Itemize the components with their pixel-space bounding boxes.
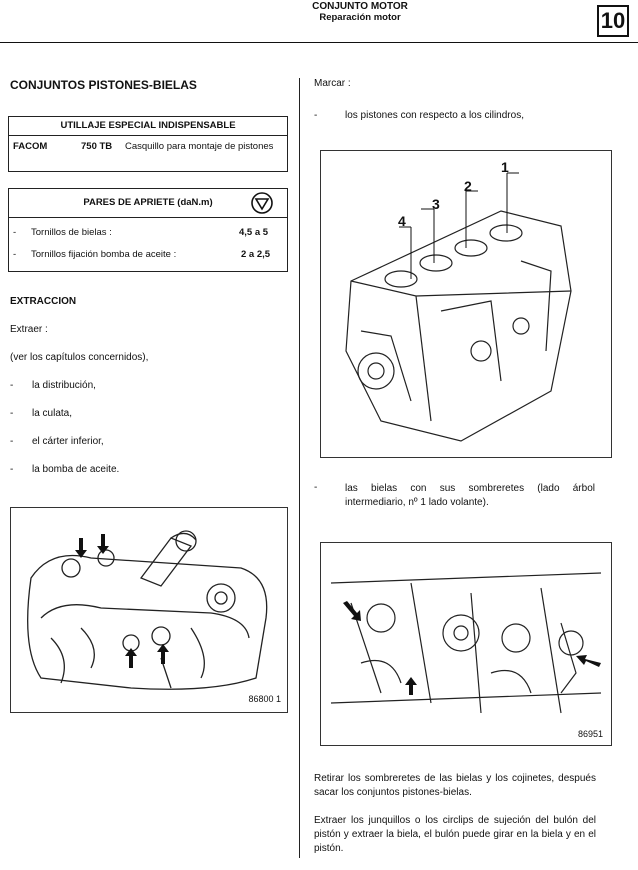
mark-pistons-text: los pistones con respecto a los cilindro… <box>345 110 524 121</box>
extraction-title: EXTRACCION <box>10 296 77 307</box>
mark-rods-text: las bielas con sus sombreretes (lado árb… <box>345 483 595 508</box>
item-bullet: - <box>10 408 14 419</box>
callout-3: 3 <box>432 196 440 212</box>
list-item: el cárter inferior, <box>32 436 104 447</box>
crankshaft-illustration <box>27 530 268 690</box>
figure-caption: 86800 1 <box>248 694 281 704</box>
torque-heading-text: PARES DE APRIETE (daN.m) <box>83 197 213 208</box>
con-rods-illustration <box>330 572 602 714</box>
item-bullet: - <box>10 380 14 391</box>
callout-1: 1 <box>501 159 509 175</box>
torque-bullet-2: - <box>13 249 17 260</box>
torque-label-2: Tornillos fijación bomba de aceite : <box>31 249 177 260</box>
list-item: la bomba de aceite. <box>32 464 120 475</box>
paragraph-extract-pin: Extraer los junquillos o los circlips de… <box>314 815 596 854</box>
header-subtitle: Reparación motor <box>319 12 401 23</box>
torque-bullet-1: - <box>13 227 17 238</box>
tool-description: Casquillo para montaje de pistones <box>125 141 274 152</box>
column-divider <box>299 78 300 858</box>
header-rule <box>0 42 638 43</box>
bullet-dash: - <box>314 110 318 121</box>
tool-code: 750 TB <box>81 141 113 152</box>
see-chapters: (ver los capítulos concernidos), <box>10 352 149 363</box>
torque-wrench-icon <box>251 192 273 214</box>
torque-heading: PARES DE APRIETE (daN.m) <box>9 189 287 218</box>
tool-brand: FACOM <box>13 141 48 152</box>
item-bullet: - <box>10 436 14 447</box>
extract-intro: Extraer : <box>10 324 48 335</box>
tools-heading: UTILLAJE ESPECIAL INDISPENSABLE <box>9 117 287 136</box>
torque-value-2: 2 a 2,5 <box>241 249 271 260</box>
paragraph-remove-caps: Retirar los sombreretes de las bielas y … <box>314 773 596 798</box>
header-title: CONJUNTO MOTOR <box>312 1 408 12</box>
section-title: CONJUNTOS PISTONES-BIELAS <box>10 78 197 92</box>
torque-label-1: Tornillos de bielas : <box>31 227 112 238</box>
callout-2: 2 <box>464 178 472 194</box>
bullet-dash: - <box>314 482 318 493</box>
list-item: la culata, <box>32 408 73 419</box>
figure-crankshaft: 86800 1 <box>10 507 288 713</box>
figure-engine-block: 1 2 3 4 <box>320 150 612 458</box>
section-number: 10 <box>597 5 629 37</box>
figure-con-rods: 86951 <box>320 542 612 746</box>
torque-box: PARES DE APRIETE (daN.m) - Tornillos de … <box>8 188 288 272</box>
item-bullet: - <box>10 464 14 475</box>
list-item: la distribución, <box>32 380 96 391</box>
torque-value-1: 4,5 a 5 <box>239 227 269 238</box>
engine-block-illustration <box>345 172 572 442</box>
tools-box: UTILLAJE ESPECIAL INDISPENSABLE FACOM 75… <box>8 116 288 172</box>
figure2-caption: 86951 <box>577 729 603 739</box>
mark-intro: Marcar : <box>314 78 351 89</box>
callout-4: 4 <box>398 213 406 229</box>
